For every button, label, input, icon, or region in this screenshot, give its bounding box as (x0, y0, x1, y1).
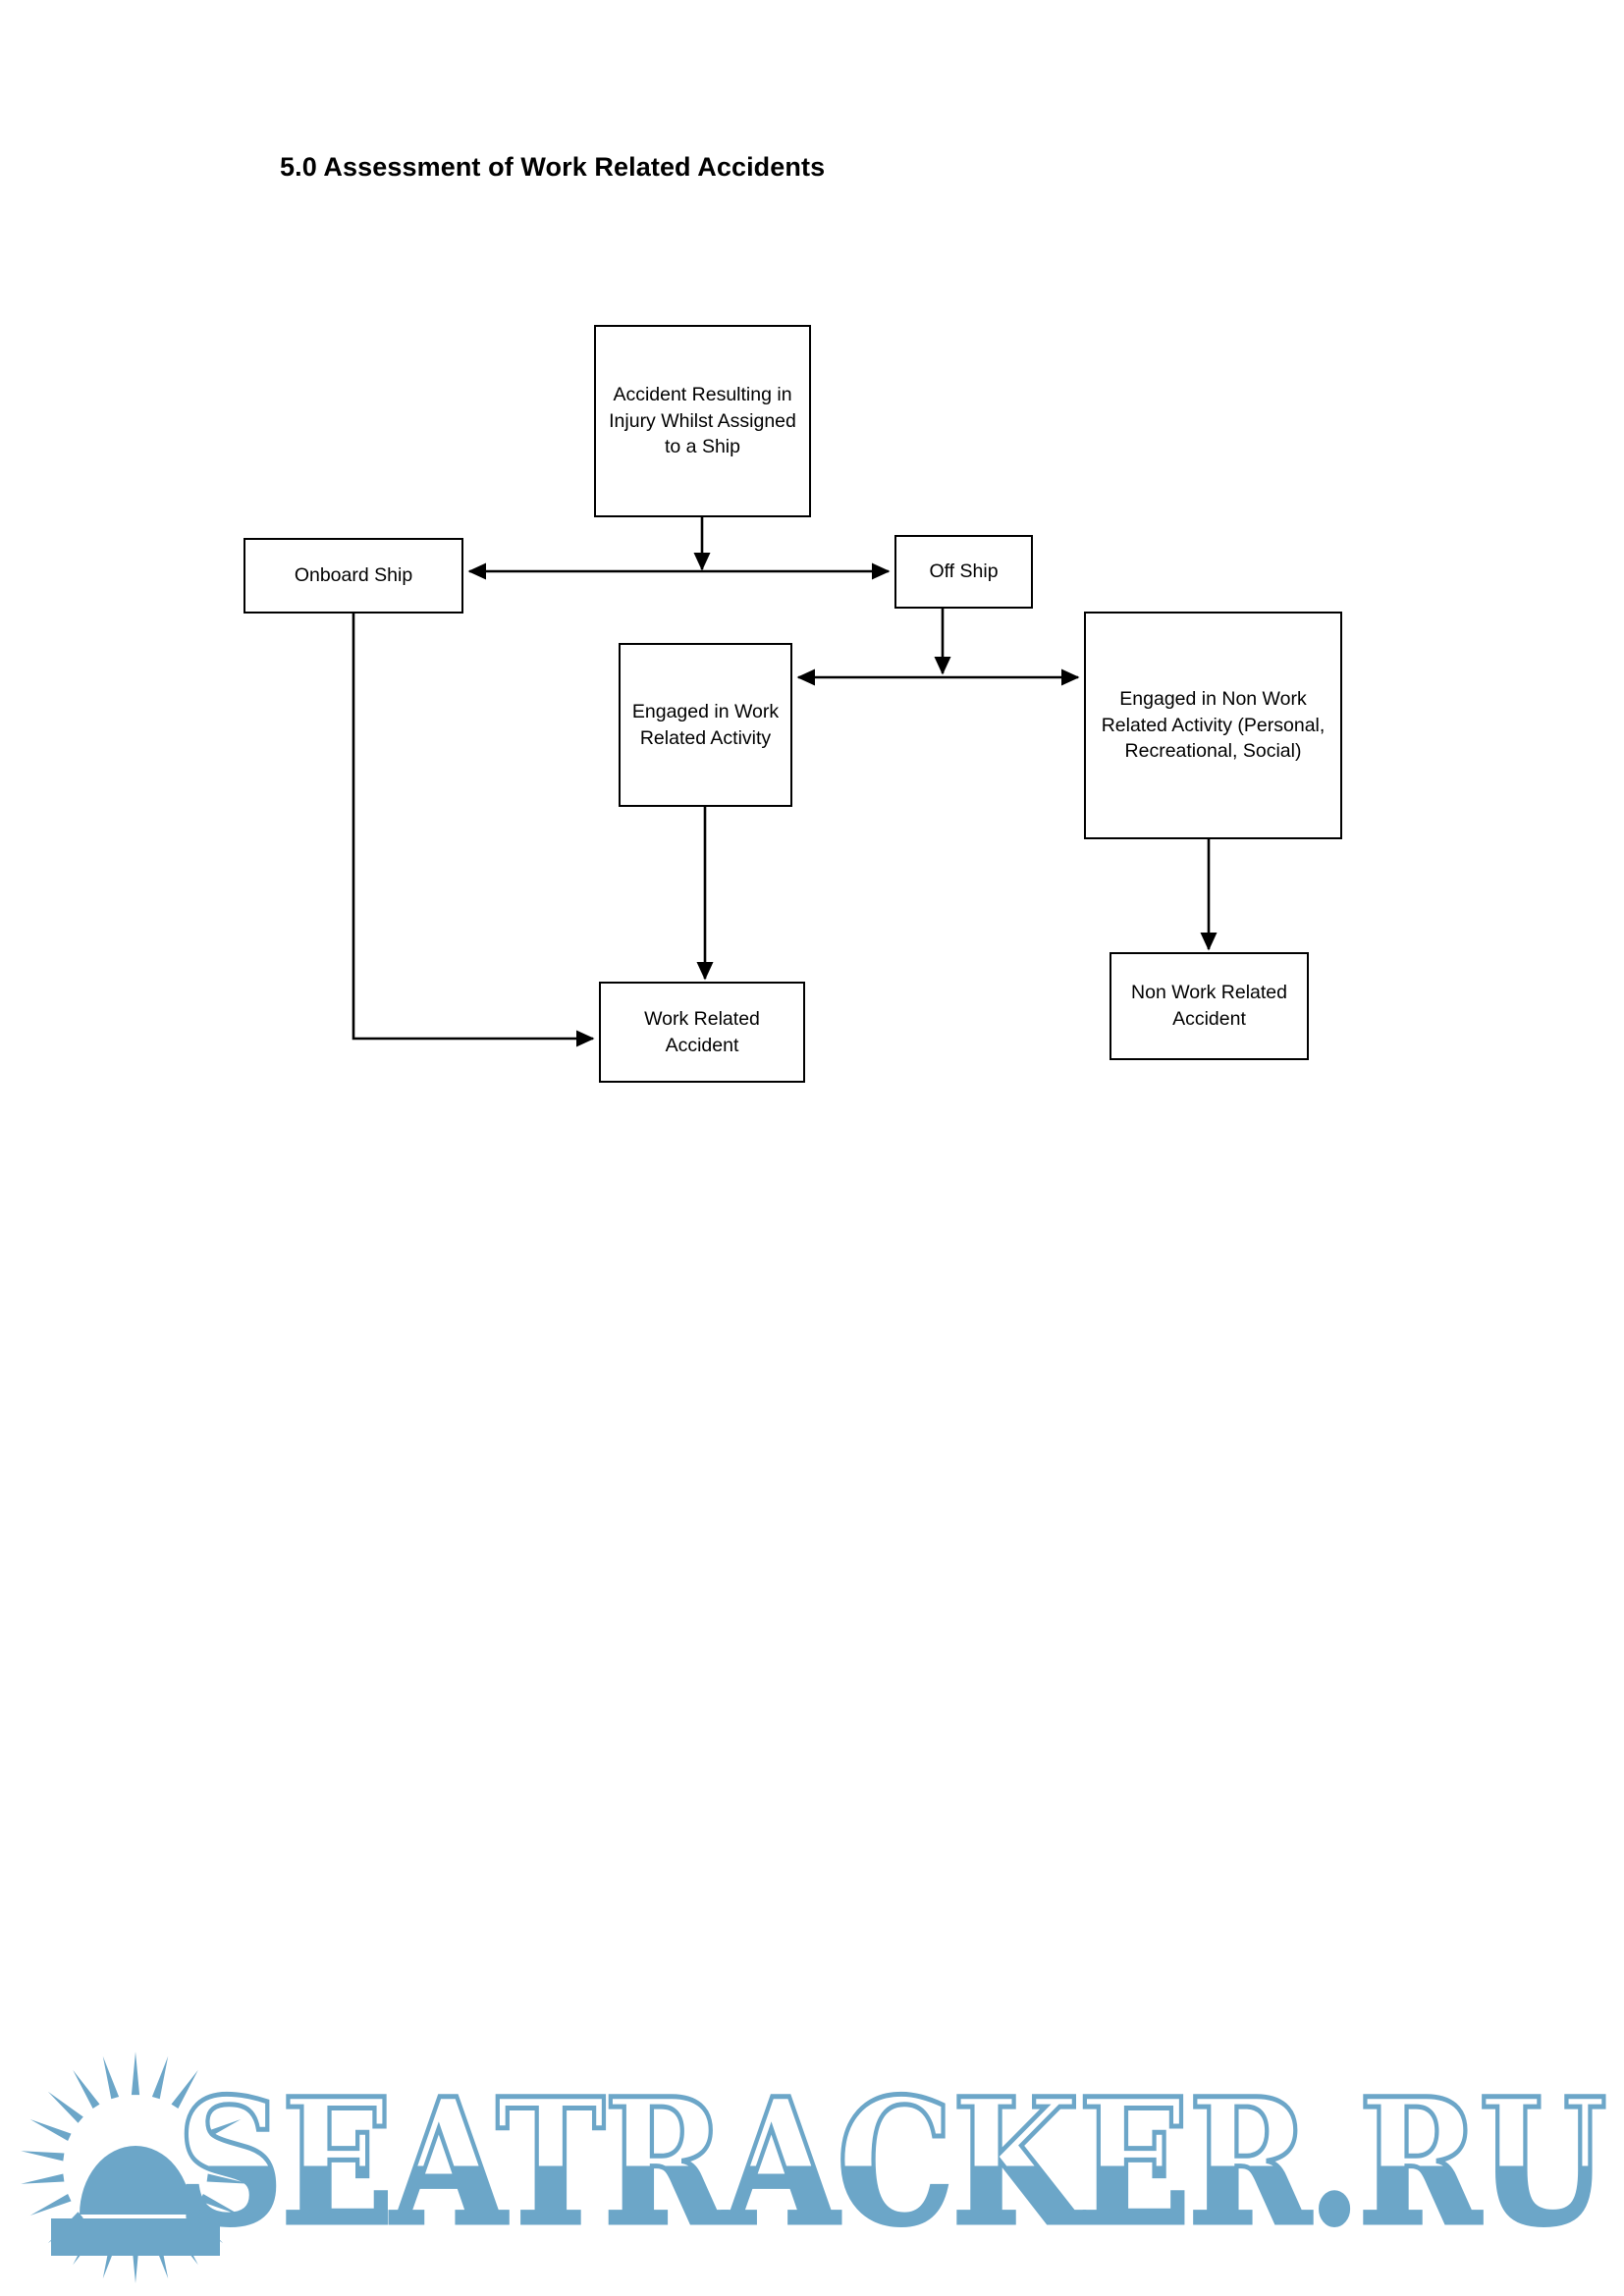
node-label: Engaged in Non Work Related Activity (Pe… (1101, 687, 1326, 763)
node-label: Work Related Accident (644, 1007, 760, 1056)
watermark-text: SEATRACKER.RU (177, 2067, 1610, 2264)
node-label: Engaged in Work Related Activity (631, 700, 780, 749)
node-off-ship[interactable]: Off Ship (894, 535, 1033, 609)
page-title: 5.0 Assessment of Work Related Accidents (280, 152, 826, 182)
node-engaged-work-related[interactable]: Engaged in Work Related Activity (619, 643, 792, 807)
node-onboard-ship[interactable]: Onboard Ship (244, 538, 463, 614)
node-label: Off Ship (929, 561, 999, 583)
watermark: SEATRACKER.RU (0, 2022, 1624, 2296)
node-label: Non Work Related Accident (1131, 982, 1287, 1030)
svg-text:SEATRACKER.RU: SEATRACKER.RU (177, 2067, 1605, 2264)
node-work-related-accident[interactable]: Work Related Accident (599, 982, 805, 1083)
node-label: Accident Resulting in Injury Whilst Assi… (609, 383, 796, 458)
node-label: Onboard Ship (294, 564, 413, 587)
node-engaged-non-work-related[interactable]: Engaged in Non Work Related Activity (Pe… (1084, 612, 1342, 839)
sun-burst-icon (21, 2052, 250, 2283)
node-accident-injury[interactable]: Accident Resulting in Injury Whilst Assi… (594, 325, 811, 517)
node-non-work-related-accident[interactable]: Non Work Related Accident (1110, 952, 1309, 1060)
